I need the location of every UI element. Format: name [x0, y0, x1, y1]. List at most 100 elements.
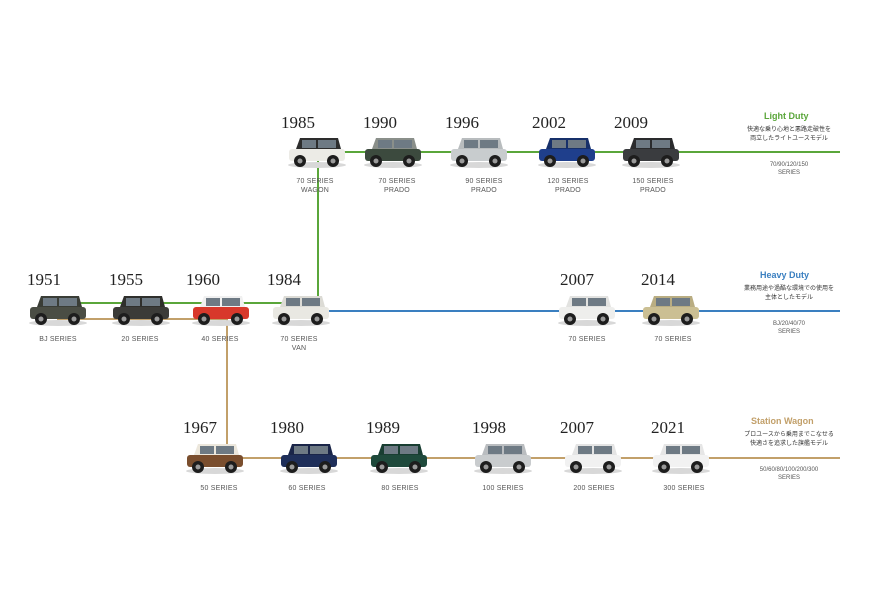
hubcap: [632, 159, 637, 164]
hubcap: [517, 465, 522, 470]
window: [378, 140, 392, 148]
window: [636, 140, 650, 148]
window: [318, 140, 336, 148]
heavy-duty-description: 業務用途や過酷な環境での使用を主体としたモデル: [724, 285, 854, 303]
series-label: 100 SERIES: [468, 484, 538, 493]
window: [682, 446, 700, 454]
vehicle-image-70-wagon: [286, 134, 348, 170]
light-duty-branch-line: [317, 152, 319, 310]
light-duty-series: 70/90/120/150SERIES: [734, 161, 844, 177]
vehicle-image-70-2007: [556, 292, 618, 328]
hubcap: [607, 465, 612, 470]
vehicle-drawing: [27, 292, 89, 328]
series-label: 70 SERIES: [638, 335, 708, 344]
series-label: 200 SERIES: [559, 484, 629, 493]
hubcap: [202, 317, 207, 322]
vehicle-drawing: [472, 440, 534, 476]
hubcap: [548, 159, 553, 164]
window: [222, 298, 240, 306]
vehicle-image-20: [110, 292, 172, 328]
window: [126, 298, 140, 306]
window: [572, 298, 586, 306]
hubcap: [235, 317, 240, 322]
window: [588, 298, 606, 306]
vehicle-image-70-van: [270, 292, 332, 328]
hubcap: [662, 465, 667, 470]
hubcap: [229, 465, 234, 470]
vehicle-drawing: [190, 292, 252, 328]
hubcap: [695, 465, 700, 470]
hubcap: [665, 159, 670, 164]
hubcap: [652, 317, 657, 322]
hubcap: [72, 317, 77, 322]
window: [206, 298, 220, 306]
window: [216, 446, 234, 454]
vehicle-image-40: [190, 292, 252, 328]
hubcap: [315, 317, 320, 322]
year-label: 1996: [445, 113, 479, 133]
window: [594, 446, 612, 454]
hubcap: [323, 465, 328, 470]
vehicle-image-80: [368, 440, 430, 476]
series-label: 50 SERIES: [184, 484, 254, 493]
window: [142, 298, 160, 306]
hubcap: [581, 159, 586, 164]
vehicle-drawing: [556, 292, 618, 328]
hubcap: [290, 465, 295, 470]
vehicle-drawing: [278, 440, 340, 476]
window: [672, 298, 690, 306]
year-label: 2007: [560, 270, 594, 290]
station-wagon-description: プロユースから乗用までこなせる快適さを追求した旗艦モデル: [724, 431, 854, 449]
light-duty-title: Light Duty: [764, 111, 809, 121]
year-label: 1967: [183, 418, 217, 438]
station-wagon-title: Station Wagon: [751, 416, 814, 426]
hubcap: [196, 465, 201, 470]
year-label: 1989: [366, 418, 400, 438]
year-label: 1951: [27, 270, 61, 290]
vehicle-image-120-prado: [536, 134, 598, 170]
window: [464, 140, 478, 148]
series-label: 20 SERIES: [105, 335, 175, 344]
hubcap: [484, 465, 489, 470]
year-label: 2002: [532, 113, 566, 133]
series-label: 80 SERIES: [365, 484, 435, 493]
vehicle-image-70-2014: [640, 292, 702, 328]
year-label: 1960: [186, 270, 220, 290]
hubcap: [407, 159, 412, 164]
year-label: 1990: [363, 113, 397, 133]
window: [43, 298, 57, 306]
vehicle-image-200: [562, 440, 624, 476]
vehicle-image-90-prado: [448, 134, 510, 170]
window: [656, 298, 670, 306]
hubcap: [374, 159, 379, 164]
year-label: 1985: [281, 113, 315, 133]
window: [480, 140, 498, 148]
series-label: 40 SERIES: [185, 335, 255, 344]
hubcap: [39, 317, 44, 322]
window: [302, 298, 320, 306]
hubcap: [574, 465, 579, 470]
hubcap: [413, 465, 418, 470]
window: [504, 446, 522, 454]
hubcap: [331, 159, 336, 164]
vehicle-drawing: [562, 440, 624, 476]
vehicle-drawing: [650, 440, 712, 476]
vehicle-drawing: [110, 292, 172, 328]
series-label: 70 SERIES: [552, 335, 622, 344]
hubcap: [568, 317, 573, 322]
year-label: 2014: [641, 270, 675, 290]
hubcap: [380, 465, 385, 470]
vehicle-drawing: [368, 440, 430, 476]
year-label: 2021: [651, 418, 685, 438]
vehicle-drawing: [620, 134, 682, 170]
window: [578, 446, 592, 454]
vehicle-image-50: [184, 440, 246, 476]
year-label: 1998: [472, 418, 506, 438]
window: [294, 446, 308, 454]
vehicle-drawing: [286, 134, 348, 170]
station-wagon-series: 50/60/80/100/200/300SERIES: [734, 466, 844, 482]
